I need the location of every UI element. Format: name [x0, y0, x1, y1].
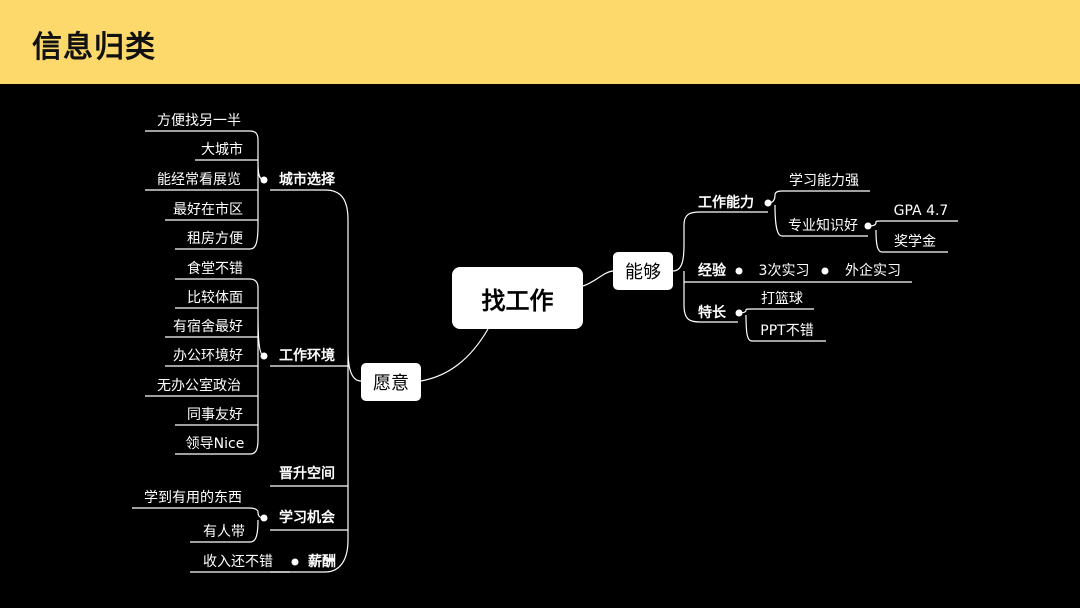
connector-ability: [767, 190, 783, 237]
category-environment: 工作环境: [279, 348, 335, 364]
leaf-item: 有人带: [203, 524, 245, 540]
leaf-item: 学习能力强: [789, 173, 859, 189]
category-city: 城市选择: [279, 172, 335, 188]
branch-right-node: 能够: [613, 252, 673, 290]
leaf-item: 3次实习: [758, 263, 810, 279]
category-salary: 薪酬: [308, 554, 336, 570]
header-bar: 信息归类: [0, 0, 1080, 84]
leaf-item: 外企实习: [845, 263, 901, 279]
branch-left-node: 愿意: [361, 363, 421, 401]
node-dot: [764, 199, 772, 207]
connector-root-left: [420, 328, 489, 382]
leaf-item: PPT不错: [760, 323, 814, 339]
page-title: 信息归类: [32, 30, 156, 65]
root-node: 找工作: [452, 267, 583, 329]
node-dot: [821, 267, 829, 275]
leaf-item: 收入还不错: [203, 554, 273, 570]
category-ability: 工作能力: [698, 195, 754, 211]
leaf-item: 租房方便: [187, 231, 243, 247]
leaf-item: 大城市: [201, 142, 243, 158]
node-dot: [260, 352, 268, 360]
leaf-item: 奖学金: [894, 234, 936, 250]
leaf-item: 打篮球: [761, 291, 803, 307]
category-learning: 学习机会: [279, 510, 335, 526]
connector-city: [249, 130, 265, 250]
leaf-item: 食堂不错: [187, 261, 243, 277]
node-dot: [735, 267, 743, 275]
connector-env: [249, 278, 265, 455]
leaf-item: 办公环境好: [173, 348, 243, 364]
leaf-item: 方便找另一半: [157, 113, 241, 129]
node-dot: [291, 558, 299, 566]
connector-learn: [249, 507, 265, 543]
leaf-item: 有宿舍最好: [173, 319, 243, 335]
leaf-item: GPA 4.7: [893, 203, 949, 219]
category-talent: 特长: [698, 305, 726, 321]
node-dot: [735, 309, 743, 317]
leaf-item: 同事友好: [187, 407, 243, 423]
category-promotion: 晋升空间: [279, 466, 335, 482]
category-experience: 经验: [698, 263, 726, 279]
node-dot: [260, 514, 268, 522]
connector-talent: [737, 308, 753, 342]
leaf-item: 无办公室政治: [157, 378, 241, 394]
connector-right-trunk: [672, 211, 701, 323]
leaf-item: 最好在市区: [173, 202, 243, 218]
node-dot: [260, 176, 268, 184]
node-dot: [864, 222, 872, 230]
leaf-item: 能经常看展览: [157, 172, 241, 188]
connector-root-right: [582, 270, 614, 287]
leaf-item: 领导Nice: [185, 436, 245, 452]
connector-left-trunk: [324, 189, 362, 573]
leaf-item: 比较体面: [187, 290, 243, 306]
leaf-item: 学到有用的东西: [144, 490, 242, 506]
connector-knowledge: [867, 220, 883, 253]
leaf-item: 专业知识好: [788, 218, 858, 234]
